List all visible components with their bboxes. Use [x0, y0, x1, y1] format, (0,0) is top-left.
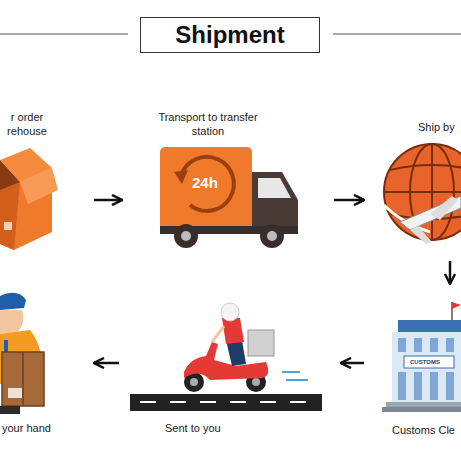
shipment-step: your hand [0, 285, 88, 440]
illustration-part [222, 318, 244, 344]
illustration-part [414, 372, 422, 400]
step-label: your hand [2, 421, 51, 435]
illustration-part [446, 372, 454, 400]
illustration-part [4, 222, 12, 230]
flow-arrow [334, 199, 364, 202]
illustration-part [174, 170, 188, 184]
illustration-part [430, 372, 438, 400]
flow-arrow [341, 362, 364, 365]
flow-arrow [449, 261, 452, 284]
truck-icon [160, 147, 298, 248]
sign-text: CUSTOMS [410, 359, 440, 365]
shipment-step: Customs Cle [370, 290, 461, 440]
illustration-part [0, 310, 23, 334]
illustration-part [0, 293, 26, 310]
illustration-part [160, 147, 252, 230]
shipment-step: r order rehouse [0, 108, 88, 253]
shipment-step: Sent to you [125, 315, 335, 440]
illustration-part [8, 388, 22, 398]
step-label: Transport to transfer station [158, 110, 258, 138]
illustration-part [410, 226, 432, 244]
illustration-part [384, 191, 461, 193]
illustration-part [2, 352, 44, 406]
illustration-part [258, 178, 291, 198]
globe-icon [384, 144, 461, 244]
illustration-part [252, 172, 298, 232]
illustration-part [140, 401, 306, 403]
illustration-part [400, 196, 461, 230]
illustration-part [290, 401, 306, 403]
illustration-part [384, 144, 461, 240]
illustration-part [200, 401, 216, 403]
illustration-part [414, 338, 422, 352]
illustration-part [140, 401, 156, 403]
illustration-part [282, 371, 300, 373]
illustration-part [22, 352, 24, 406]
flow-arrow [94, 199, 122, 202]
illustration-part [130, 394, 322, 411]
illustration-part [260, 224, 284, 248]
step-label: Customs Cle [392, 423, 455, 437]
illustration-part [230, 401, 246, 403]
customs-building [382, 302, 461, 412]
shipment-step: Transport to transfer station [128, 108, 328, 248]
illustration-part [190, 378, 198, 386]
illustration-part [252, 378, 260, 386]
illustration-part [174, 224, 198, 248]
step-label: Ship by [418, 120, 455, 134]
illustration-part [392, 332, 461, 402]
illustration-part [286, 379, 308, 381]
illustration-part [384, 144, 461, 240]
illustration-part [390, 165, 461, 170]
illustration-part [181, 157, 234, 211]
illustration-part [382, 407, 461, 412]
illustration-part [226, 340, 246, 366]
step-label: r order rehouse [2, 110, 52, 138]
illustration-part [170, 401, 186, 403]
illustration-part [398, 338, 454, 400]
illustration-part [384, 144, 461, 240]
scooter-icon [130, 303, 322, 411]
title-rule [0, 34, 128, 35]
courier-icon [0, 293, 44, 414]
illustration-part [386, 402, 461, 407]
illustration-part [430, 196, 458, 220]
illustration-part [267, 231, 277, 241]
title-box: Shipment [140, 17, 320, 53]
illustration-part [260, 401, 276, 403]
shipment-step: Ship by [370, 116, 461, 255]
illustration-part [248, 330, 274, 356]
illustration-part [0, 160, 20, 190]
illustration-part [181, 231, 191, 241]
title-text: Shipment [175, 21, 284, 49]
illustration-part [0, 406, 20, 414]
flow-arrow [94, 362, 119, 365]
illustration-part [398, 338, 406, 352]
illustration-part [452, 302, 461, 309]
truck-badge: 24h [192, 174, 218, 191]
illustration-part [20, 168, 58, 204]
illustration-part [398, 372, 406, 400]
illustration-part [282, 372, 308, 380]
illustration-part [212, 326, 224, 342]
illustration-part [398, 320, 461, 332]
illustration-part [430, 338, 438, 352]
illustration-part [221, 303, 239, 321]
illustration-part [446, 338, 454, 352]
carton-icon [0, 148, 58, 250]
illustration-part [404, 356, 454, 368]
title-rule [333, 34, 461, 35]
step-label: Sent to you [165, 421, 221, 435]
